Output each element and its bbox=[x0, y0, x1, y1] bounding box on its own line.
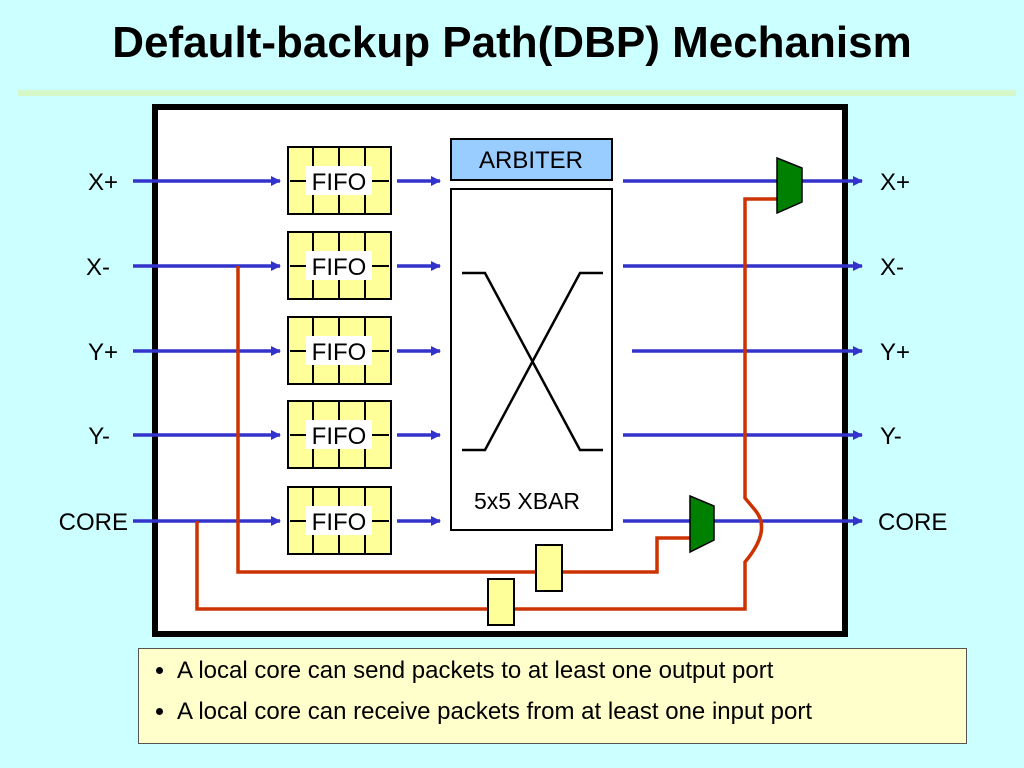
page-title: Default-backup Path(DBP) Mechanism bbox=[112, 18, 912, 67]
input-port-label: CORE bbox=[59, 509, 128, 536]
backup-register-lower bbox=[487, 578, 515, 626]
input-port-labels: X+ X- Y+ Y- CORE bbox=[59, 169, 128, 536]
backup-register-upper bbox=[535, 544, 563, 592]
input-port-label: X- bbox=[86, 254, 110, 281]
mux-core-icon bbox=[689, 494, 715, 554]
output-port-labels: X+ X- Y+ Y- CORE bbox=[878, 169, 947, 536]
output-port-label: X- bbox=[880, 254, 904, 281]
fifo-block: FIFO bbox=[287, 316, 392, 385]
fifo-to-xbar-links bbox=[397, 176, 441, 526]
input-port-label: X+ bbox=[88, 169, 118, 196]
summary-box: A local core can send packets to at leas… bbox=[138, 648, 967, 744]
fifo-block: FIFO bbox=[287, 146, 392, 215]
title-underline bbox=[18, 90, 1016, 96]
fifo-blocks: FIFO FIFO FIFO FIFO FIFO bbox=[287, 146, 392, 555]
summary-list: A local core can send packets to at leas… bbox=[149, 657, 966, 726]
fifo-label: FIFO bbox=[312, 169, 367, 196]
xbar-cross-icon bbox=[462, 271, 603, 452]
arbiter-box bbox=[450, 138, 613, 181]
fifo-block: FIFO bbox=[287, 231, 392, 300]
output-port-label: Y- bbox=[880, 423, 902, 450]
output-links bbox=[623, 176, 863, 526]
summary-item: A local core can receive packets from at… bbox=[177, 698, 966, 726]
fifo-block: FIFO bbox=[287, 400, 392, 469]
input-links bbox=[133, 176, 281, 526]
input-port-label: Y+ bbox=[88, 339, 118, 366]
fifo-label: FIFO bbox=[312, 339, 367, 366]
fifo-label: FIFO bbox=[312, 423, 367, 450]
output-port-label: X+ bbox=[880, 169, 910, 196]
arbiter-label: ARBITER bbox=[479, 147, 583, 174]
fifo-label: FIFO bbox=[312, 254, 367, 281]
mux-xplus-icon bbox=[776, 156, 803, 215]
backup-paths bbox=[195, 197, 777, 611]
input-port-label: Y- bbox=[88, 423, 110, 450]
fifo-block: FIFO bbox=[287, 486, 392, 555]
fifo-label: FIFO bbox=[312, 509, 367, 536]
xbar-label: 5x5 XBAR bbox=[474, 488, 580, 514]
output-port-label: Y+ bbox=[880, 339, 910, 366]
summary-item: A local core can send packets to at leas… bbox=[177, 657, 966, 685]
output-port-label: CORE bbox=[878, 509, 947, 536]
